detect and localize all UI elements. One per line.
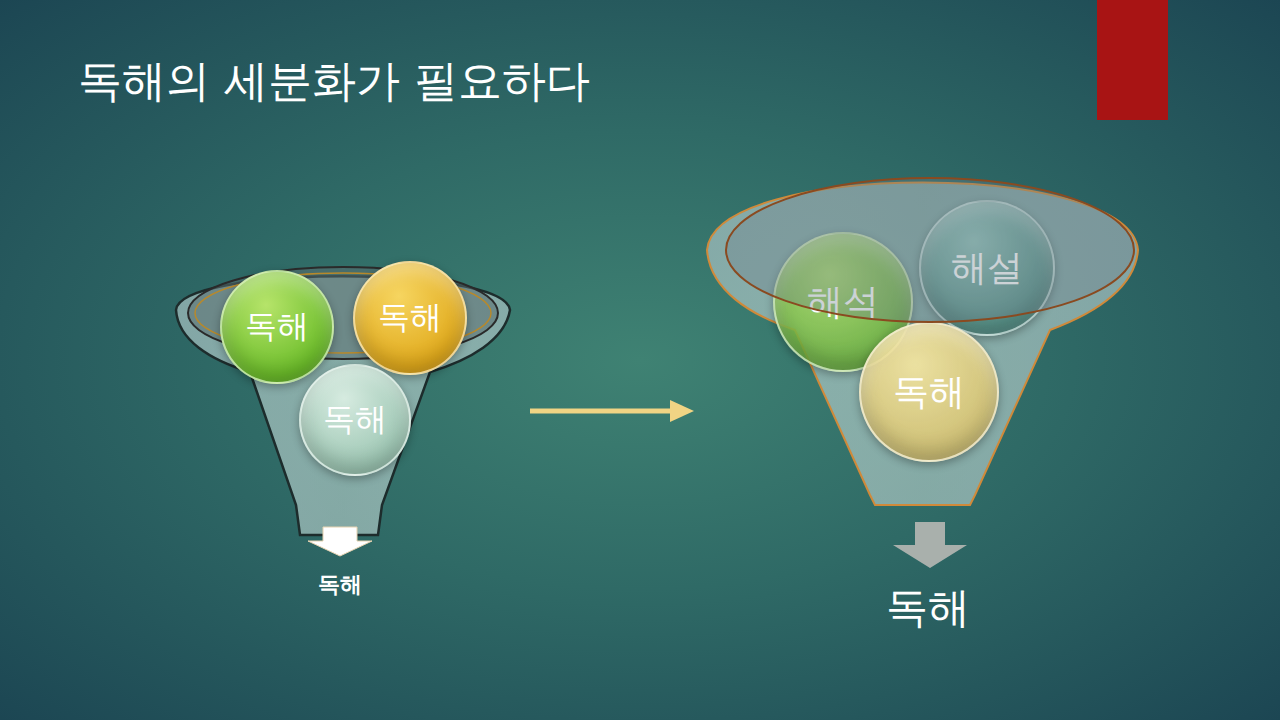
- transition-arrow: [530, 400, 694, 422]
- output-label: 독해: [886, 580, 970, 636]
- slide-title: 독해의 세분화가 필요하다: [78, 52, 590, 111]
- output-label: 독해: [318, 570, 362, 600]
- circle-label: 해석: [807, 278, 879, 327]
- topic-circle: 해설: [919, 200, 1055, 336]
- accent-bar: [1097, 0, 1168, 120]
- circle-label: 독해: [378, 296, 442, 340]
- circle-label: 독해: [323, 398, 387, 442]
- circle-label: 독해: [893, 368, 965, 417]
- topic-circle: 독해: [353, 261, 467, 375]
- topic-circle: 독해: [859, 322, 999, 462]
- topic-circle: 독해: [220, 270, 334, 384]
- topic-circle: 독해: [299, 364, 411, 476]
- circle-label: 독해: [245, 305, 309, 349]
- circle-label: 해설: [951, 244, 1023, 293]
- right-funnel: [707, 183, 1138, 569]
